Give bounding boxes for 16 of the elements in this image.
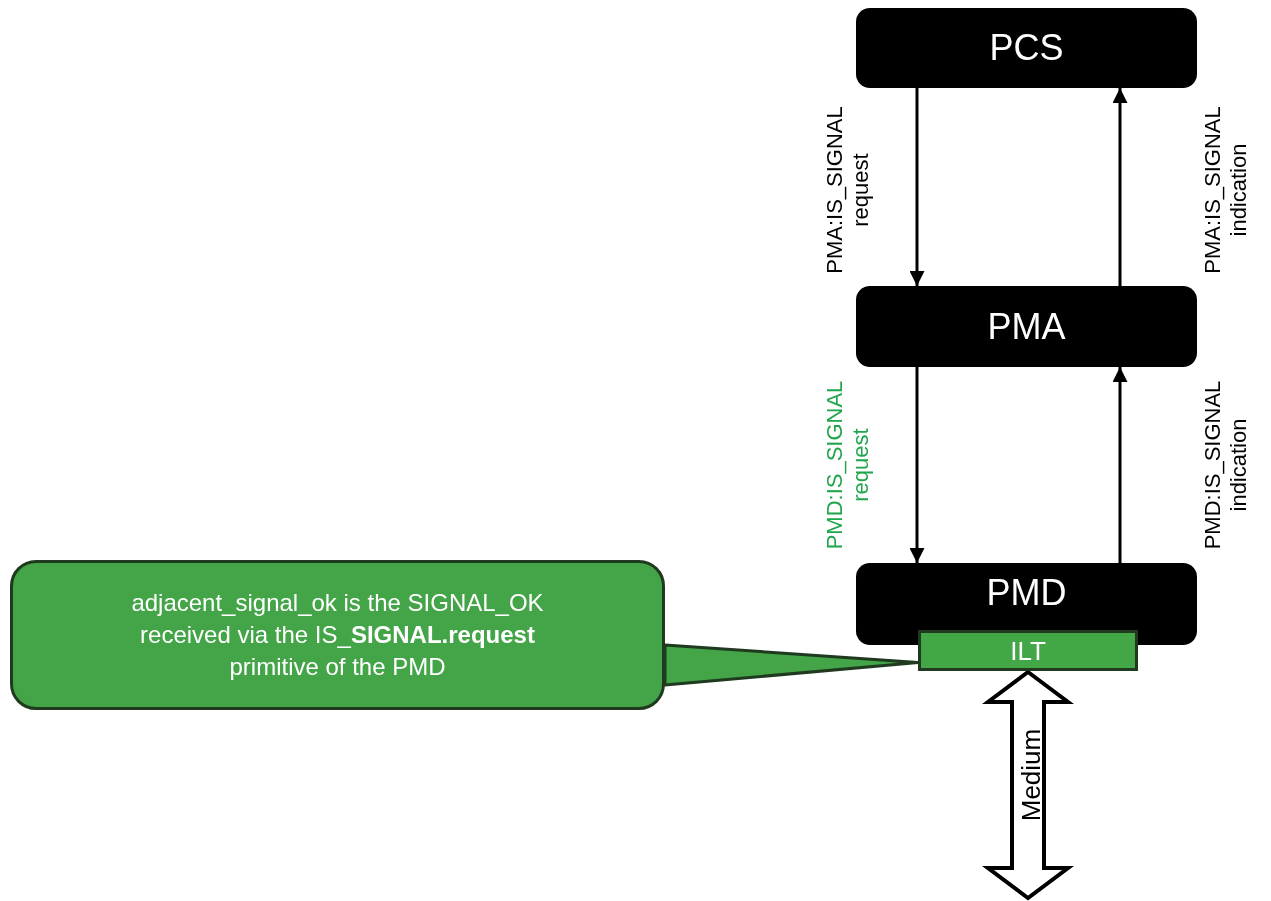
double-block-arrow (982, 669, 1074, 901)
layer-box (856, 286, 1197, 367)
arrow (1112, 88, 1128, 286)
edge-label: Medium (1016, 727, 1046, 824)
arrow (1112, 367, 1128, 563)
arrow (909, 367, 925, 563)
callout-text: adjacent_signal_ok is the SIGNAL_OK received via the IS_SIGNAL.request primitive of the PMD (130, 588, 545, 682)
layer-label: PCS (989, 30, 1064, 66)
layer-label: PMD (986, 575, 1067, 611)
callout-pointer (663, 643, 920, 687)
layer-label: ILT (1010, 637, 1046, 664)
layer-label: PMA (987, 308, 1066, 345)
arrow (909, 88, 925, 286)
layer-box (856, 8, 1197, 88)
sublayer-box (918, 630, 1138, 671)
callout-box (10, 560, 665, 710)
